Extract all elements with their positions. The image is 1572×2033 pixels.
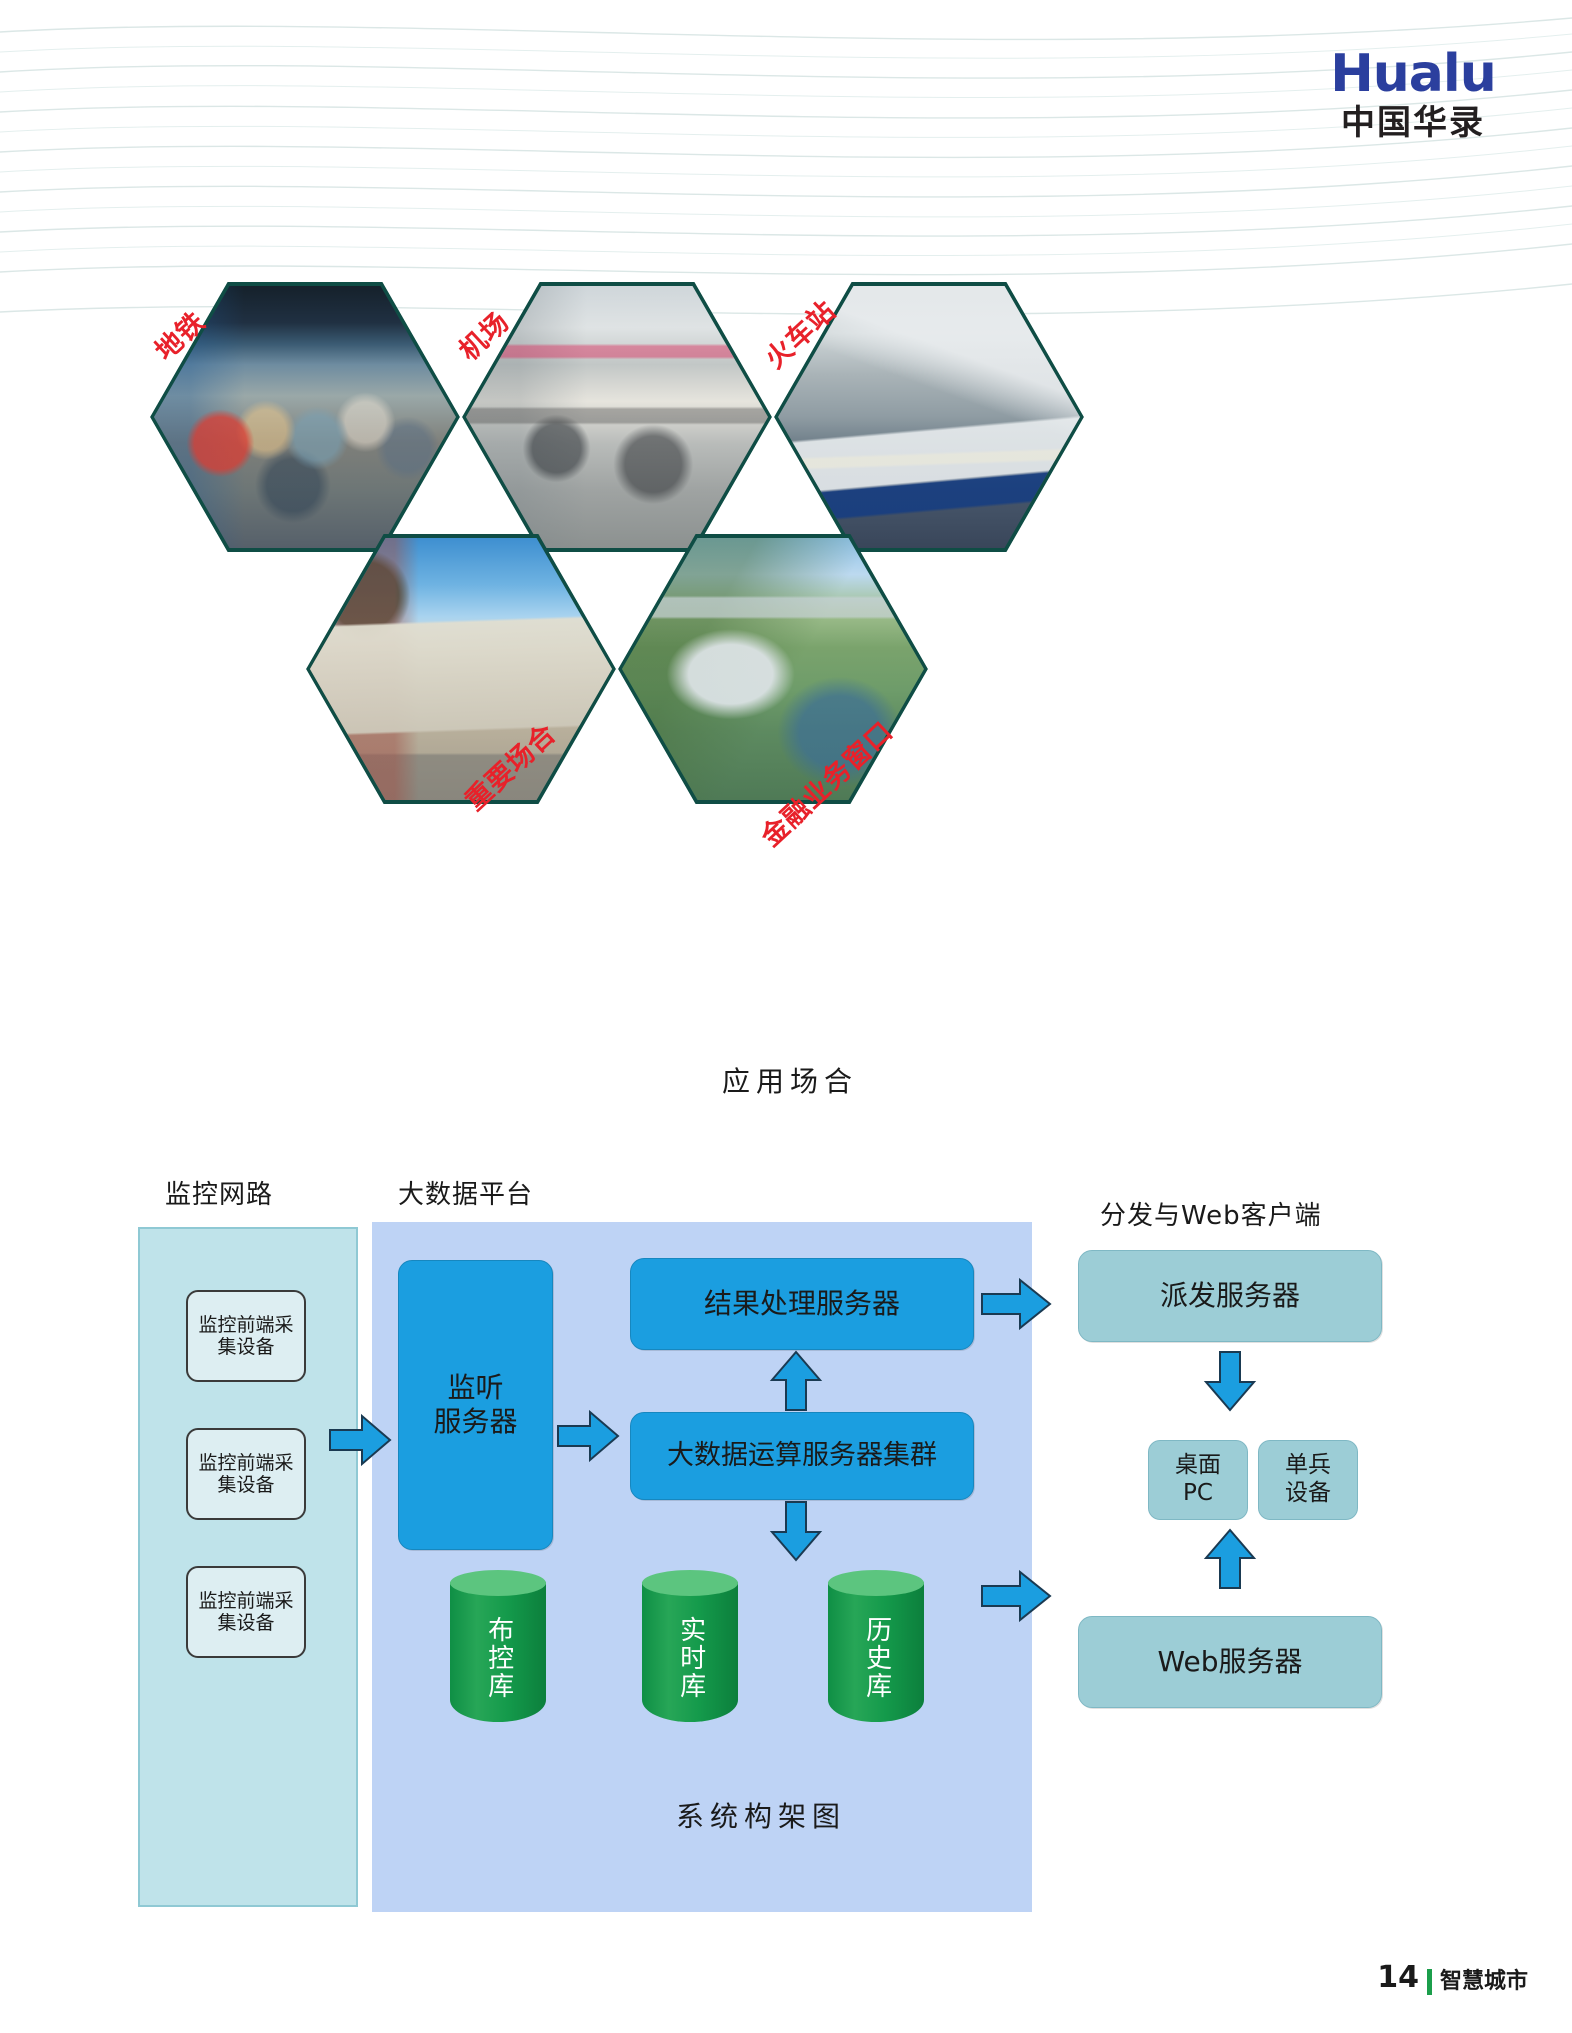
brand-logo: Hualu 中国华录 xyxy=(1298,48,1528,142)
dispatch-server-label: 派发服务器 xyxy=(1159,1279,1300,1313)
database-history[interactable]: 历史库 xyxy=(828,1570,924,1730)
arrow-cluster-to-databases xyxy=(768,1500,824,1562)
arrow-databases-to-web xyxy=(980,1568,1052,1624)
arrow-edge-to-listener xyxy=(328,1412,392,1468)
arrow-listener-to-cluster xyxy=(556,1408,620,1464)
page-footer: 14 智慧城市 xyxy=(1377,1960,1528,1995)
edge-device-2[interactable]: 监控前端采集设备 xyxy=(186,1428,306,1520)
database-realtime-label: 实时库 xyxy=(675,1616,706,1700)
group-title-monitoring: 监控网路 xyxy=(165,1180,274,1210)
web-server-node[interactable]: Web服务器 xyxy=(1078,1616,1382,1708)
arrow-cluster-to-result xyxy=(768,1350,824,1412)
database-buckong[interactable]: 布控库 xyxy=(450,1570,546,1730)
group-title-distribution: 分发与Web客户端 xyxy=(1100,1201,1322,1231)
database-realtime[interactable]: 实时库 xyxy=(642,1570,738,1730)
edge-device-3-label: 监控前端采集设备 xyxy=(198,1589,294,1634)
footer-accent-bar xyxy=(1426,1969,1432,1995)
arrow-web-to-clients xyxy=(1202,1528,1258,1590)
arrow-result-to-dispatch xyxy=(980,1276,1052,1332)
scenes-caption: 应用场合 xyxy=(722,1065,859,1098)
edge-device-3[interactable]: 监控前端采集设备 xyxy=(186,1566,306,1658)
field-device-node[interactable]: 单兵 设备 xyxy=(1258,1440,1358,1520)
architecture-caption: 系统构架图 xyxy=(676,1800,847,1833)
footer-page-number: 14 xyxy=(1377,1960,1419,1995)
scene-hexagon-cluster: 地铁 机场 火车站 重要场合 金融业务窗口 xyxy=(149,272,1150,853)
listener-server-label: 监听 服务器 xyxy=(433,1370,518,1438)
scene-hex-subway xyxy=(150,282,460,552)
database-history-label: 历史库 xyxy=(861,1616,892,1700)
scene-hex-airport xyxy=(462,282,772,552)
edge-device-1-label: 监控前端采集设备 xyxy=(198,1313,294,1358)
brand-chinese-name: 中国华录 xyxy=(1341,103,1485,143)
desktop-pc-node[interactable]: 桌面 PC xyxy=(1148,1440,1248,1520)
result-processing-server-node[interactable]: 结果处理服务器 xyxy=(630,1258,974,1350)
result-processing-server-label: 结果处理服务器 xyxy=(703,1286,900,1320)
bigdata-compute-cluster-node[interactable]: 大数据运算服务器集群 xyxy=(630,1412,974,1500)
edge-device-1[interactable]: 监控前端采集设备 xyxy=(186,1290,306,1382)
field-device-label: 单兵 设备 xyxy=(1285,1452,1331,1506)
edge-device-2-label: 监控前端采集设备 xyxy=(198,1451,294,1496)
brand-wordmark: Hualu xyxy=(1330,44,1496,104)
dispatch-server-node[interactable]: 派发服务器 xyxy=(1078,1250,1382,1342)
scene-photo-financewindow xyxy=(622,538,924,800)
scene-hex-financewindow xyxy=(618,534,928,804)
scene-photo-importantvenue xyxy=(310,538,612,800)
scene-hex-importantvenue xyxy=(306,534,616,804)
group-title-bigdata: 大数据平台 xyxy=(398,1180,534,1210)
architecture-diagram: 监控网路 大数据平台 分发与Web客户端 监控前端采集设备 监控前端采集设备 监… xyxy=(0,1150,1572,1912)
footer-section-title: 智慧城市 xyxy=(1439,1969,1528,1994)
database-buckong-label: 布控库 xyxy=(483,1616,514,1700)
arrow-dispatch-to-clients xyxy=(1202,1350,1258,1412)
listener-server-node[interactable]: 监听 服务器 xyxy=(398,1260,553,1550)
desktop-pc-label: 桌面 PC xyxy=(1175,1452,1221,1506)
bigdata-compute-cluster-label: 大数据运算服务器集群 xyxy=(667,1439,937,1471)
web-server-label: Web服务器 xyxy=(1157,1645,1303,1679)
